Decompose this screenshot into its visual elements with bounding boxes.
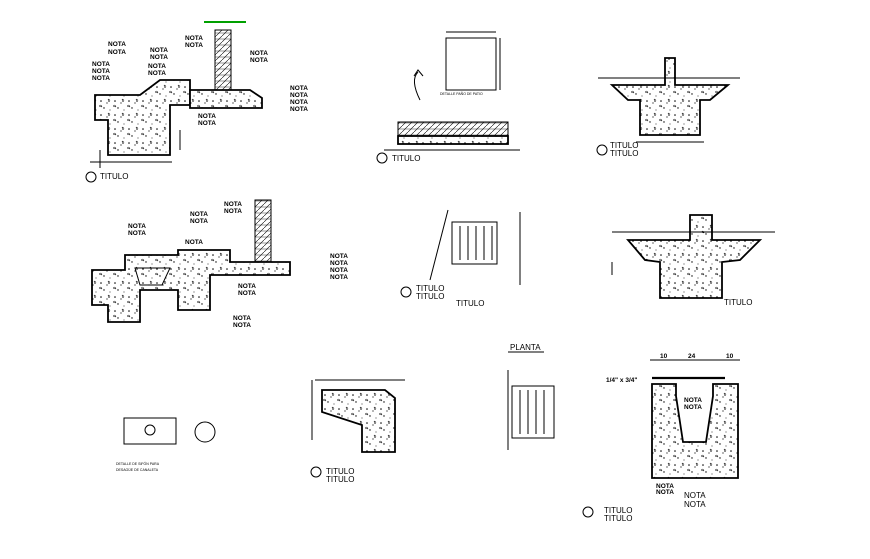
note-label: NOTA	[198, 113, 216, 120]
note-label: NOTA	[92, 68, 110, 75]
note-label: NOTA	[656, 489, 674, 496]
note-label: NOTA	[150, 47, 168, 54]
channel	[134, 267, 171, 286]
note-label: NOTA	[290, 92, 308, 99]
detail-title: TITULO	[416, 284, 444, 293]
note-label: NOTA	[684, 397, 702, 404]
note-label: NOTA	[128, 223, 146, 230]
note-label: NOTA	[108, 41, 126, 48]
arrow-curve-icon	[414, 71, 421, 101]
detail-title: TITULO	[392, 154, 420, 163]
detail-5: TITULO TITULO TITULO	[400, 209, 521, 308]
note-label: NOTA	[108, 49, 126, 56]
detail-title: TITULO	[326, 467, 354, 476]
detail-title: TITULO	[456, 299, 484, 308]
note-label: NOTA	[250, 50, 268, 57]
plan-detail: PLANTA	[507, 343, 555, 450]
detail-6: TITULO	[611, 214, 775, 307]
section-marker-icon	[596, 144, 608, 156]
note-label: NOTA	[148, 70, 166, 77]
footing-section	[626, 214, 763, 299]
corner-section	[321, 389, 396, 453]
masonry-wall	[214, 29, 232, 91]
grate-plan	[123, 417, 177, 445]
detail-title: TITULO	[610, 141, 638, 150]
detail-title: TITULO	[100, 172, 128, 181]
section-marker-icon	[400, 286, 412, 298]
grate-plan	[451, 221, 498, 265]
dimension-24: 24	[688, 353, 696, 360]
note-label: NOTA	[185, 42, 203, 49]
note-label: NOTA	[224, 208, 242, 215]
detail-title: TITULO	[610, 149, 638, 158]
detail-title: TITULO	[416, 292, 444, 301]
note-label: NOTA	[128, 230, 146, 237]
masonry-wall	[254, 199, 272, 266]
detail-1: NOTA NOTA NOTA NOTA NOTA NOTA NOTA NOTA …	[85, 21, 308, 183]
foundation-section	[94, 79, 191, 156]
note-label: NOTA	[150, 54, 168, 61]
note-label: NOTA	[185, 35, 203, 42]
note-label: NOTA	[198, 120, 216, 127]
note-label: NOTA	[190, 211, 208, 218]
svg-text:DETALLE PAÑO DE PATIO: DETALLE PAÑO DE PATIO	[440, 91, 483, 96]
detail-2: DETALLE PAÑO DE PATIO TITULO	[376, 31, 520, 164]
note-label: NOTA	[330, 274, 348, 281]
note-label: NOTA	[92, 61, 110, 68]
detail-3: TITULO TITULO	[596, 57, 740, 158]
note-label: NOTA	[684, 404, 702, 411]
detail-title: TITULO	[724, 298, 752, 307]
dimension-10: 10	[660, 353, 668, 360]
channel-section: 10 24 10 1/4" x 3/4" NOTA NOTA NOTA NOTA…	[582, 353, 740, 523]
note-label: NOTA	[290, 99, 308, 106]
note-label: NOTA	[224, 201, 242, 208]
dimension-label: 1/4" x 3/4"	[606, 377, 637, 384]
tile-square	[445, 37, 497, 91]
note-label: NOTA	[684, 500, 706, 509]
section-marker-icon	[85, 171, 97, 183]
svg-text:DESAGÜE DE CANALETA: DESAGÜE DE CANALETA	[116, 468, 159, 472]
note-label: NOTA	[148, 63, 166, 70]
dimension-10: 10	[726, 353, 734, 360]
note-label: NOTA	[92, 75, 110, 82]
note-label: NOTA	[233, 315, 251, 322]
note-label: NOTA	[185, 239, 203, 246]
detail-title: TITULO	[604, 506, 632, 515]
detail-7: DETALLE DE SIFÓN PARA DESAGÜE DE CANALET…	[116, 417, 216, 472]
detail-callout-icon	[194, 421, 216, 443]
note-label: NOTA	[238, 283, 256, 290]
section-marker-icon	[310, 466, 322, 478]
slab-section	[189, 89, 263, 109]
slab-section	[397, 121, 509, 137]
note-label: NOTA	[250, 57, 268, 64]
channel-concrete	[651, 383, 739, 479]
detail-4: NOTA NOTA NOTA NOTA NOTA NOTA NOTA NOTA …	[91, 199, 348, 329]
note-label: NOTA	[190, 218, 208, 225]
detail-8: TITULO TITULO	[310, 379, 405, 484]
footing-section	[609, 57, 731, 136]
note-label: NOTA	[330, 260, 348, 267]
note-label: NOTA	[290, 106, 308, 113]
note-label: NOTA	[656, 483, 674, 490]
note-label: NOTA	[330, 253, 348, 260]
grate-plan	[511, 385, 555, 439]
section-marker-icon	[376, 152, 388, 164]
note-label: NOTA	[290, 85, 308, 92]
plan-title: PLANTA	[510, 343, 541, 352]
note-label: NOTA	[233, 322, 251, 329]
note-label: NOTA	[684, 491, 706, 500]
note-label: NOTA	[238, 290, 256, 297]
section-marker-icon	[582, 506, 594, 518]
note-label: NOTA	[330, 267, 348, 274]
detail-title: TITULO	[326, 475, 354, 484]
detail-title: TITULO	[604, 514, 632, 523]
svg-text:DETALLE DE SIFÓN PARA: DETALLE DE SIFÓN PARA	[116, 461, 160, 466]
